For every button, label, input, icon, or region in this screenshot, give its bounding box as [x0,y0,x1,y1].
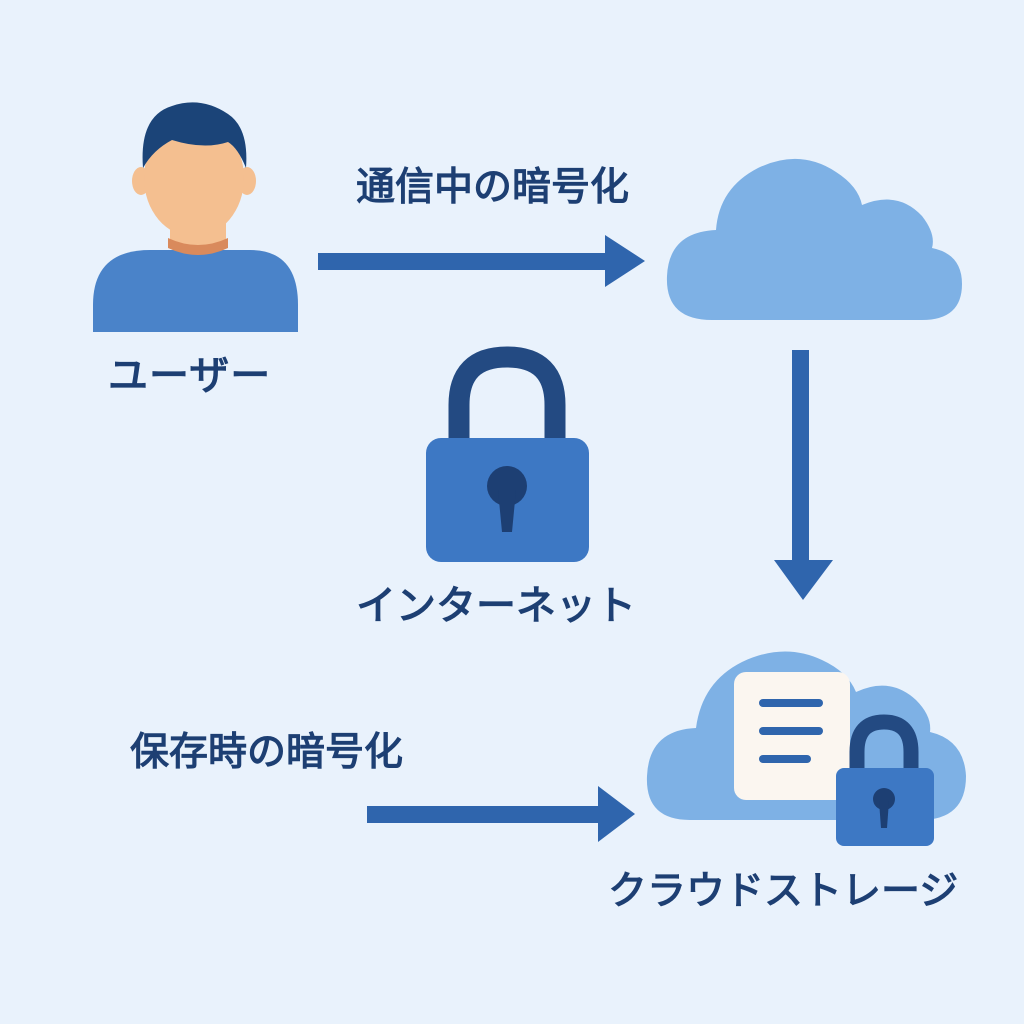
user-collar [168,238,228,255]
arrow-in-transit [318,235,645,287]
user-hair [142,102,247,168]
document-icon [734,672,850,800]
user-shirt [93,250,298,332]
cloud-storage-label: クラウドストレージ [608,869,959,914]
user-icon [93,102,298,332]
cloud-icon [666,158,962,320]
internet-label: インターネット [356,583,636,629]
arrow-down [774,350,833,600]
arrow-at-rest [367,786,635,842]
storage-lock-icon [836,714,934,846]
user-face [144,119,244,237]
in-transit-encryption-label: 通信中の暗号化 [356,165,630,210]
cloud-storage-icon [646,651,966,846]
lock-icon [426,346,589,562]
at-rest-encryption-label: 保存時の暗号化 [130,730,404,775]
user-label: ユーザー [108,353,272,399]
